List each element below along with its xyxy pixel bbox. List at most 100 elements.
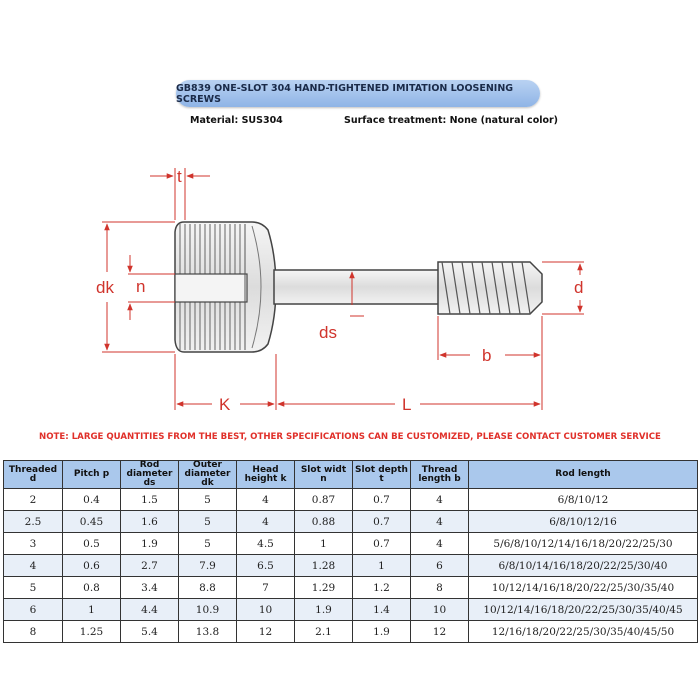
header-text: Slot depth t bbox=[355, 464, 408, 484]
header-text: Slot widt bbox=[300, 464, 347, 475]
table-cell: 6/8/10/14/16/18/20/22/25/30/40 bbox=[468, 554, 698, 577]
table-cell: 10/12/14/16/18/20/22/25/30/35/40 bbox=[468, 576, 698, 599]
table-cell: 5 bbox=[178, 488, 237, 511]
table-header-cell: Rod length bbox=[468, 460, 698, 489]
table-cell: 2 bbox=[3, 488, 63, 511]
table-cell: 4 bbox=[236, 510, 295, 533]
label-d: d bbox=[574, 278, 583, 297]
table-cell: 2.5 bbox=[3, 510, 63, 533]
header-text: Rod bbox=[139, 460, 160, 470]
table-cell: 3 bbox=[3, 532, 63, 555]
dimension-lines bbox=[102, 168, 584, 410]
table-cell: 8 bbox=[3, 620, 63, 643]
table-cell: 8.8 bbox=[178, 576, 237, 599]
table-cell: 1.5 bbox=[120, 488, 179, 511]
table-cell: 0.7 bbox=[352, 510, 411, 533]
table-cell: 3.4 bbox=[120, 576, 179, 599]
header-text: Head bbox=[252, 464, 279, 475]
table-cell: 1.9 bbox=[294, 598, 353, 621]
table-cell: 1.25 bbox=[62, 620, 121, 643]
surface-treatment-text: Surface treatment: None (natural color) bbox=[344, 115, 559, 126]
table-cell: 5 bbox=[3, 576, 63, 599]
table-cell: 4 bbox=[410, 532, 469, 555]
table-cell: 0.5 bbox=[62, 532, 121, 555]
table-cell: 1.9 bbox=[352, 620, 411, 643]
table-cell: 0.7 bbox=[352, 488, 411, 511]
screw-thread bbox=[437, 261, 543, 315]
table-cell: 0.87 bbox=[294, 488, 353, 511]
table-header-cell: Pitch p bbox=[62, 460, 121, 489]
table-header-cell: Slot depth t bbox=[352, 460, 411, 489]
table-cell: 0.4 bbox=[62, 488, 121, 511]
header-text: diameter dk bbox=[184, 469, 231, 488]
label-n: n bbox=[136, 277, 145, 296]
table-cell: 0.6 bbox=[62, 554, 121, 577]
screw-head bbox=[174, 221, 277, 353]
table-cell: 6/8/10/12/16 bbox=[468, 510, 698, 533]
table-cell: 7.9 bbox=[178, 554, 237, 577]
table-cell: 4 bbox=[410, 510, 469, 533]
table-cell: 5.4 bbox=[120, 620, 179, 643]
header-text: Threaded d bbox=[8, 464, 58, 484]
material-text: Material: SUS304 bbox=[190, 115, 283, 126]
page-title: GB839 ONE-SLOT 304 HAND-TIGHTENED IMITAT… bbox=[176, 82, 514, 105]
table-cell: 0.8 bbox=[62, 576, 121, 599]
header-text: height k bbox=[244, 473, 287, 484]
table-cell: 4 bbox=[3, 554, 63, 577]
table-cell: 7 bbox=[236, 576, 295, 599]
table-cell: 1.6 bbox=[120, 510, 179, 533]
header-text: diameter ds bbox=[126, 469, 173, 488]
table-cell: 5/6/8/10/12/14/16/18/20/22/25/30 bbox=[468, 532, 698, 555]
table-cell: 10 bbox=[236, 598, 295, 621]
title-banner: GB839 ONE-SLOT 304 HAND-TIGHTENED IMITAT… bbox=[176, 80, 540, 107]
header-text: length b bbox=[418, 473, 461, 484]
table-cell: 5 bbox=[178, 532, 237, 555]
table-cell: 1 bbox=[294, 532, 353, 555]
table-cell: 6 bbox=[410, 554, 469, 577]
label-L: L bbox=[402, 395, 411, 414]
table-cell: 12 bbox=[410, 620, 469, 643]
table-cell: 6 bbox=[3, 598, 63, 621]
table-cell: 10.9 bbox=[178, 598, 237, 621]
table-cell: 2.7 bbox=[120, 554, 179, 577]
table-cell: 2.1 bbox=[294, 620, 353, 643]
table-cell: 1 bbox=[62, 598, 121, 621]
label-K: K bbox=[219, 395, 231, 414]
table-cell: 1.28 bbox=[294, 554, 353, 577]
screw-diagram: t dk n ds d b K L bbox=[96, 167, 584, 414]
header-text: Thread bbox=[421, 464, 458, 475]
table-cell: 4 bbox=[410, 488, 469, 511]
table-cell: 6.5 bbox=[236, 554, 295, 577]
header-text: Pitch p bbox=[73, 469, 110, 479]
table-header-cell: Threaded d bbox=[3, 460, 63, 489]
label-t: t bbox=[177, 167, 182, 186]
table-cell: 1.9 bbox=[120, 532, 179, 555]
table-cell: 12 bbox=[236, 620, 295, 643]
table-cell: 6/8/10/12 bbox=[468, 488, 698, 511]
label-b: b bbox=[482, 346, 491, 365]
table-cell: 12/16/18/20/22/25/30/35/40/45/50 bbox=[468, 620, 698, 643]
table-cell: 0.7 bbox=[352, 532, 411, 555]
table-cell: 1.2 bbox=[352, 576, 411, 599]
table-cell: 5 bbox=[178, 510, 237, 533]
label-dk: dk bbox=[96, 278, 114, 297]
header-text: n bbox=[320, 473, 327, 484]
customization-note: NOTE: LARGE QUANTITIES FROM THE BEST, OT… bbox=[39, 432, 661, 442]
table-cell: 10/12/14/16/18/20/22/25/30/35/40/45 bbox=[468, 598, 698, 621]
table-cell: 4.5 bbox=[236, 532, 295, 555]
screw-shank bbox=[273, 269, 441, 305]
